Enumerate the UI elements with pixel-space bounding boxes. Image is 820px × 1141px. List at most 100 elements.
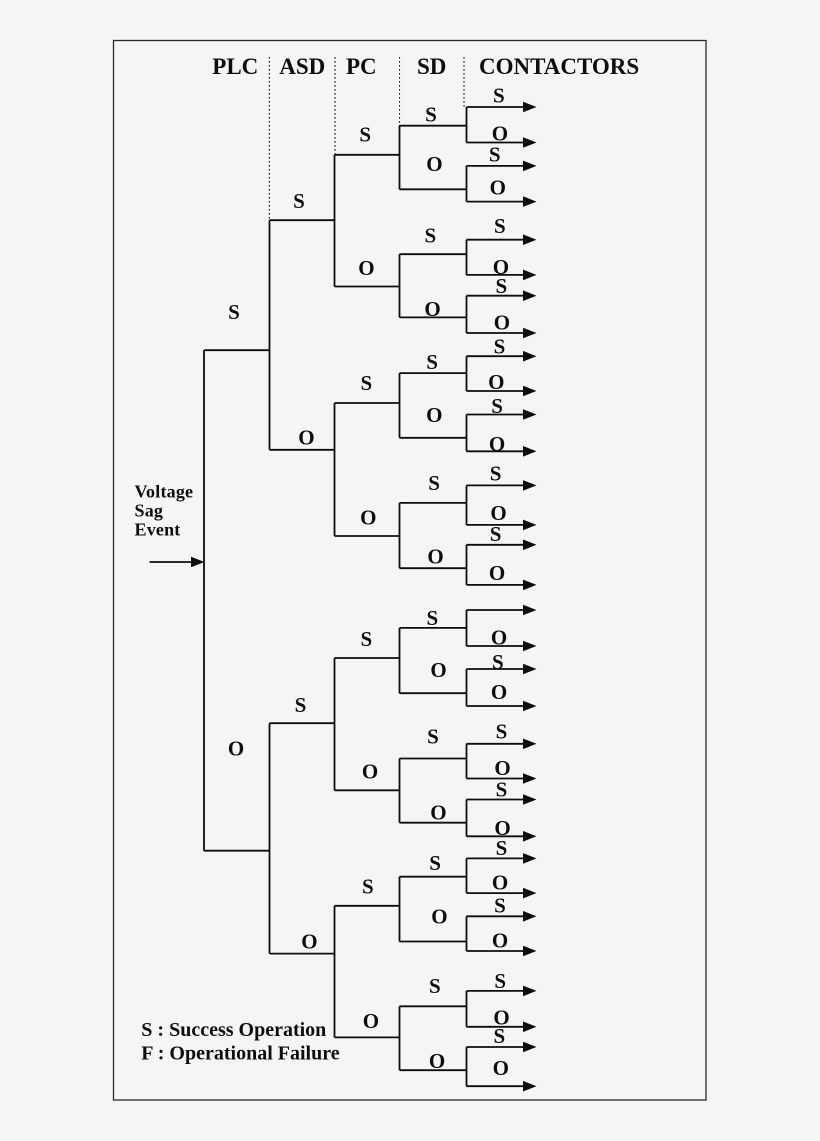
- sd-branch-label: S: [429, 851, 441, 875]
- contactor-arrow-head: [523, 409, 537, 420]
- contactor-branch-label: S: [496, 719, 508, 743]
- pc-branch-label: O: [358, 256, 374, 280]
- column-header-plc: PLC: [212, 54, 258, 79]
- legend-line-2: F : Operational Failure: [141, 1043, 339, 1065]
- pc-branch-label: S: [361, 627, 373, 651]
- contactor-arrow-head: [523, 640, 537, 652]
- contactor-arrow-head: [523, 480, 537, 491]
- sd-branch-label: S: [427, 725, 439, 749]
- contactor-arrow-head: [523, 350, 537, 362]
- pc-branch-label: O: [363, 1009, 379, 1033]
- contactor-arrow-head: [523, 519, 537, 531]
- contactor-arrow-head: [523, 794, 537, 805]
- contactor-branch-label: O: [490, 176, 506, 200]
- contactor-branch-label: O: [493, 1056, 509, 1080]
- contactor-branch-label: S: [496, 836, 508, 860]
- contactor-arrow-head: [523, 385, 537, 397]
- contactor-arrow-head: [523, 887, 537, 899]
- plc-branch-label: S: [228, 300, 240, 324]
- event-source-label-line-2: Sag: [135, 501, 164, 521]
- contactor-arrow-head: [523, 579, 537, 591]
- contactor-branch-label: S: [494, 893, 506, 917]
- contactor-branch-label: O: [489, 561, 505, 585]
- contactor-branch-label: S: [494, 969, 506, 993]
- contactor-branch-label: S: [494, 334, 506, 358]
- pc-branch-label: O: [360, 505, 376, 529]
- contactor-arrow-head: [523, 327, 537, 339]
- contactor-branch-label: O: [493, 1005, 509, 1029]
- contactor-branch-label: O: [491, 680, 507, 704]
- contactor-arrow-head: [523, 911, 537, 922]
- contactor-branch-label: S: [490, 522, 502, 546]
- contactor-branch-label: O: [489, 432, 505, 456]
- sd-branch-label: O: [426, 403, 442, 427]
- contactor-arrow-head: [523, 539, 537, 551]
- contactor-arrow-head: [523, 663, 537, 675]
- contactor-arrow-head: [523, 234, 537, 245]
- contactor-arrow-head: [523, 853, 537, 864]
- contactor-branch-label: S: [494, 214, 506, 238]
- sd-branch-label: O: [426, 152, 442, 176]
- contactor-arrow-head: [523, 773, 537, 784]
- contactor-branch-label: O: [494, 310, 510, 334]
- asd-branch-label: O: [301, 929, 317, 953]
- contactor-arrow-head: [523, 831, 537, 842]
- sd-branch-label: S: [429, 974, 441, 998]
- sd-branch-label: S: [426, 350, 438, 374]
- contactor-arrow-head: [523, 160, 537, 172]
- contactor-arrow-head: [523, 1021, 537, 1033]
- contactor-arrow-head: [523, 738, 537, 750]
- sd-branch-label: S: [425, 223, 437, 247]
- contactor-branch-label: S: [493, 83, 505, 107]
- contactor-branch-label: O: [494, 816, 510, 840]
- contactor-arrow-head: [523, 1041, 537, 1053]
- figure-border: [112, 39, 707, 1101]
- event-arrow-head: [191, 556, 205, 568]
- contactor-branch-label: S: [492, 650, 504, 674]
- sd-branch-label: O: [424, 297, 440, 321]
- pc-branch-label: S: [362, 874, 374, 898]
- contactor-branch-label: O: [492, 121, 508, 145]
- sd-branch-label: S: [425, 102, 437, 126]
- contactor-branch-label: S: [496, 777, 508, 801]
- contactor-branch-label: O: [491, 626, 507, 650]
- contactor-branch-label: S: [491, 394, 503, 418]
- column-header-contactors: CONTACTORS: [479, 54, 639, 79]
- contactor-arrow-head: [523, 446, 537, 457]
- asd-branch-label: S: [293, 189, 305, 213]
- contactor-branch-label: S: [494, 1024, 506, 1048]
- sd-branch-label: O: [429, 1049, 445, 1073]
- contactor-arrow-head: [523, 269, 537, 281]
- contactor-arrow-head: [523, 137, 537, 148]
- event-source-label-line-3: Event: [135, 520, 181, 540]
- contactor-branch-label: S: [490, 462, 502, 486]
- sd-branch-label: O: [431, 905, 447, 929]
- contactor-branch-label: S: [489, 142, 501, 166]
- contactor-arrow-head: [523, 290, 537, 301]
- column-header-sd: SD: [417, 54, 446, 79]
- contactor-arrow-head: [523, 945, 537, 957]
- legend-line-1: S : Success Operation: [141, 1019, 326, 1041]
- contactor-arrow-head: [523, 1080, 537, 1092]
- contactor-branch-label: O: [493, 255, 509, 279]
- pc-branch-label: O: [362, 760, 378, 784]
- sd-branch-label: O: [427, 544, 443, 568]
- contactor-arrow-head: [523, 985, 537, 997]
- pc-branch-label: S: [361, 371, 373, 395]
- contactor-branch-label: O: [492, 928, 508, 952]
- column-header-pc: PC: [346, 54, 377, 79]
- sd-branch-label: O: [430, 800, 446, 824]
- contactor-branch-label: O: [488, 370, 504, 394]
- asd-branch-label: S: [295, 693, 307, 717]
- sd-branch-label: O: [430, 658, 446, 682]
- event-source-label-line-1: Voltage: [135, 481, 194, 501]
- sd-branch-label: S: [428, 471, 440, 495]
- asd-branch-label: O: [298, 425, 314, 449]
- contactor-arrow-head: [523, 604, 537, 616]
- contactor-branch-label: O: [494, 756, 510, 780]
- contactor-branch-label: O: [492, 870, 508, 894]
- column-header-asd: ASD: [279, 54, 325, 79]
- contactor-arrow-head: [523, 101, 537, 113]
- contactor-arrow-head: [523, 700, 537, 712]
